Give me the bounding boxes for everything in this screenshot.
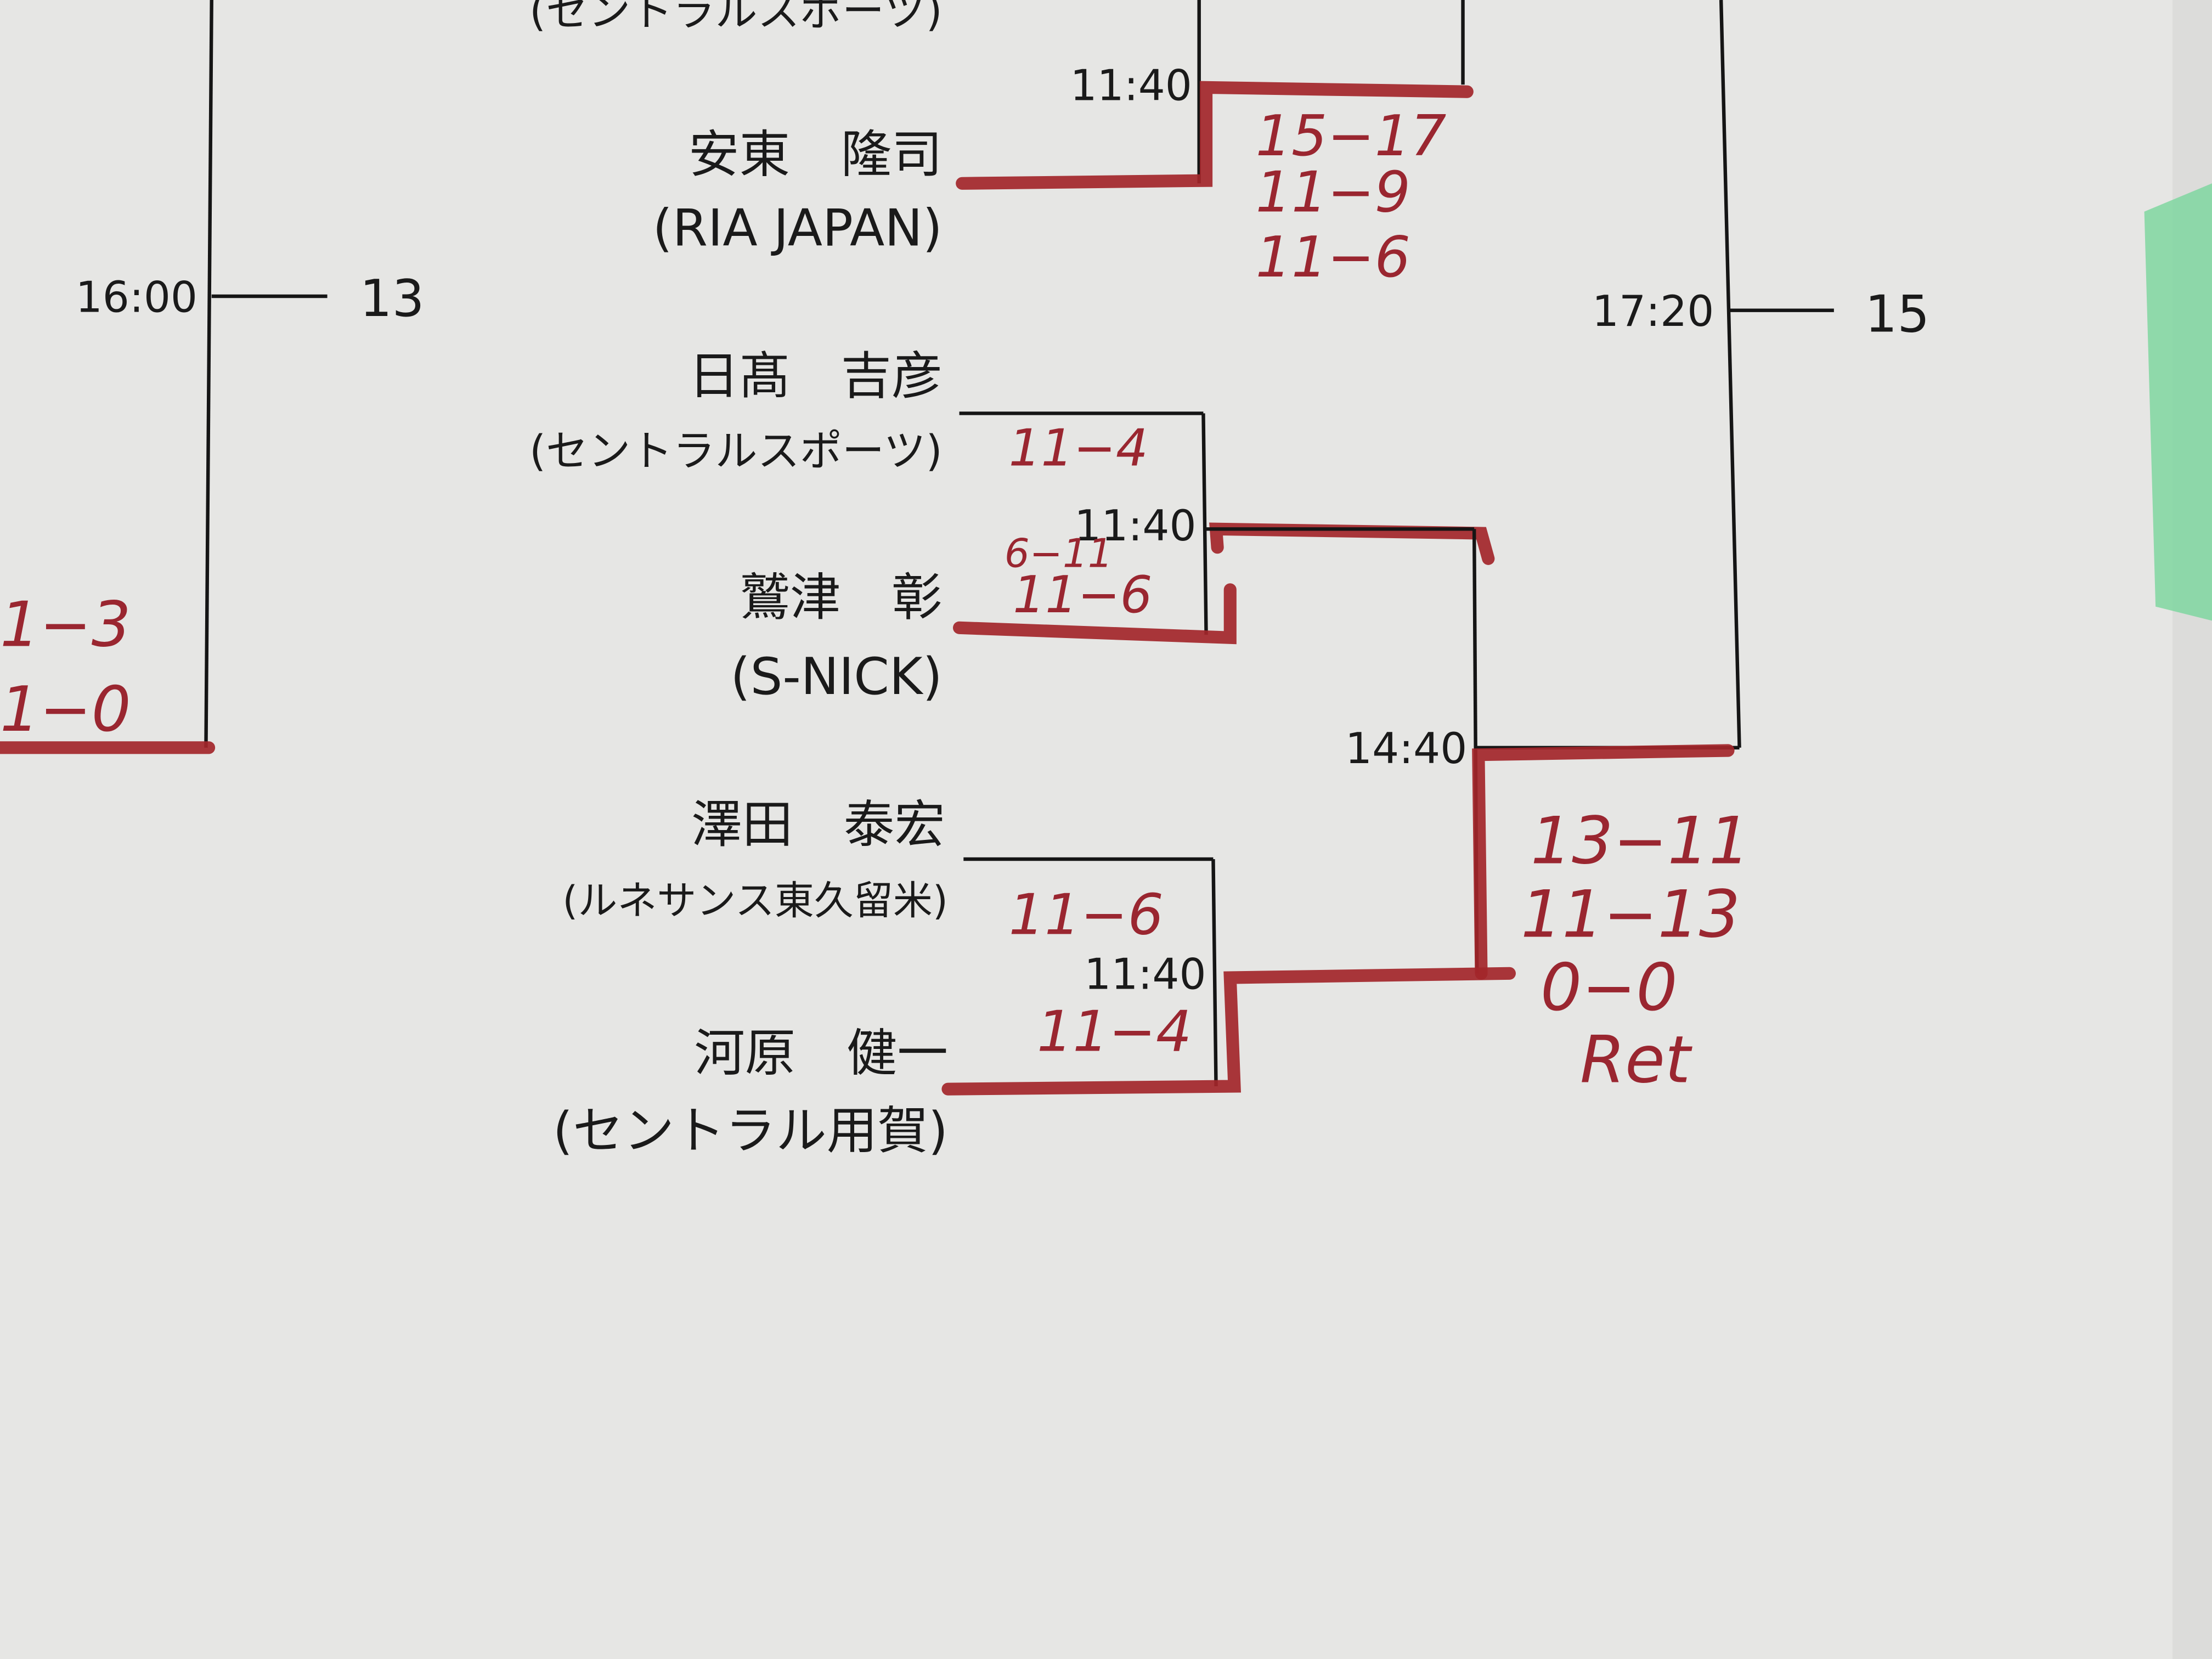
match-time: 17:20	[1592, 287, 1714, 336]
match-time: 11:40	[1084, 950, 1206, 1000]
player-name: 澤田 泰宏	[691, 795, 945, 854]
player-name: 鷲津 彰	[739, 568, 942, 627]
match-2: 11:40 11−4 6−11 11−6 日髙 吉彦 (セントラルスポーツ) 鷲…	[529, 346, 1495, 706]
player-team: (ルネサンス東久留米)	[562, 877, 948, 923]
handwritten-score: 6−11	[1005, 531, 1113, 577]
handwritten-score: 15−17	[1256, 104, 1447, 169]
player-team: (S-NICK)	[730, 647, 942, 706]
handwritten-score: 11−6	[1009, 882, 1164, 947]
handwritten-score: 11−13	[1521, 876, 1740, 952]
winner-marker-line	[956, 81, 1474, 190]
winner-marker-line	[941, 967, 1516, 1096]
player-team: (セントラルスポーツ)	[529, 427, 943, 476]
player-name: 日髙 吉彦	[689, 346, 943, 405]
match-number: 13	[360, 269, 425, 328]
bracket-line	[1211, 859, 1218, 1087]
handwritten-score: 11−9	[1256, 160, 1410, 225]
match-time: 11:40	[1074, 501, 1196, 551]
winner-marker-line	[1472, 744, 1735, 980]
player-name: 河原 健一	[694, 1024, 948, 1083]
team-name-partial: (セントラルスポーツ)	[529, 0, 943, 36]
right-bracket: 17:20 15	[1592, 0, 1929, 748]
match-number: 15	[1865, 284, 1929, 343]
player-name: 安東 隆司	[689, 125, 943, 184]
handwritten-score: 11−6	[1256, 225, 1410, 290]
handwritten-score: 11−6	[1013, 565, 1152, 624]
player-team: (RIA JAPAN)	[653, 198, 943, 257]
handwritten-score: 0−0	[1541, 950, 1678, 1025]
match-time: 16:00	[76, 273, 198, 322]
handwritten-score: 11−4	[1009, 419, 1148, 478]
winner-marker-line	[953, 583, 1237, 645]
winner-marker-line	[1209, 522, 1495, 565]
match-time: 11:40	[1070, 61, 1192, 111]
handwritten-score: 11−4	[1037, 1000, 1192, 1065]
match-4: 14:40 13−11 11−13 0−0 Ret	[1345, 529, 1750, 1097]
handwritten-score: Ret	[1580, 1022, 1693, 1097]
match-1: 11:40 15−17 11−9 11−6 安東 隆司 (RIA JAPAN)	[653, 0, 1474, 290]
left-bracket: 16:00 13 1−3 1−0	[0, 0, 425, 754]
player-team: (セントラル用賀)	[553, 1101, 948, 1160]
bracket-line	[204, 0, 213, 748]
handwritten-score: 13−11	[1531, 803, 1750, 879]
match-time: 14:40	[1345, 724, 1467, 774]
green-tape	[2144, 183, 2212, 621]
handwritten-score: 1−0	[0, 673, 131, 746]
match-3: 11:40 11−6 11−4 澤田 泰宏 (ルネサンス東久留米) 河原 健一 …	[553, 795, 1516, 1160]
bracket-line	[1201, 413, 1208, 635]
handwritten-score: 1−3	[0, 589, 131, 661]
bracket-line	[1719, 0, 1741, 748]
